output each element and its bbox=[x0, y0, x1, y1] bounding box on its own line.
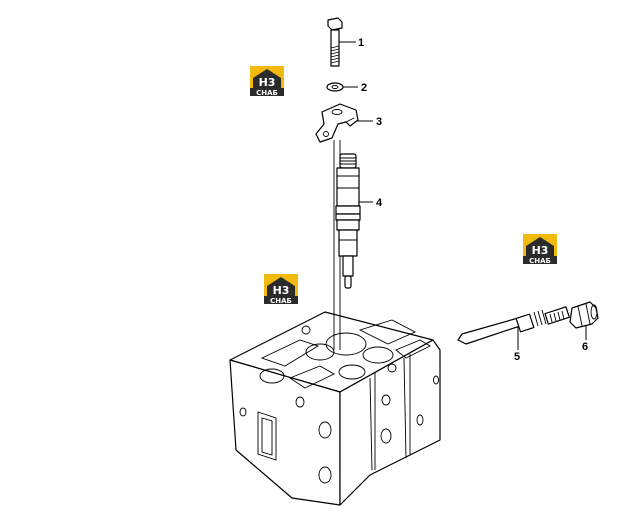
watermark-caption: СНАБ bbox=[270, 297, 292, 305]
part-sleeve-nut bbox=[569, 301, 599, 329]
part-washer bbox=[326, 82, 344, 92]
callout-3: 3 bbox=[376, 116, 382, 128]
callout-5: 5 bbox=[514, 351, 520, 363]
callout-1: 1 bbox=[358, 37, 364, 49]
part-bolt bbox=[327, 17, 343, 67]
callout-4: 4 bbox=[376, 197, 383, 209]
cylinder-head bbox=[229, 311, 441, 506]
watermark-caption: СНАБ bbox=[256, 89, 278, 97]
watermark-caption: СНАБ bbox=[529, 257, 551, 265]
part-clamp bbox=[315, 103, 359, 143]
watermark-logo-1: H3 СНАБ bbox=[250, 66, 284, 97]
watermark-logo-2: H3 СНАБ bbox=[523, 234, 557, 265]
watermark-letters: H3 bbox=[259, 76, 276, 89]
callout-2: 2 bbox=[361, 82, 367, 94]
part-pressure-connector bbox=[457, 306, 570, 345]
watermark-logo-3: H3 СНАБ bbox=[264, 274, 298, 305]
watermark-letters: H3 bbox=[532, 244, 549, 257]
part-injector bbox=[335, 153, 361, 289]
watermark-letters: H3 bbox=[273, 284, 290, 297]
callout-6: 6 bbox=[582, 341, 588, 353]
